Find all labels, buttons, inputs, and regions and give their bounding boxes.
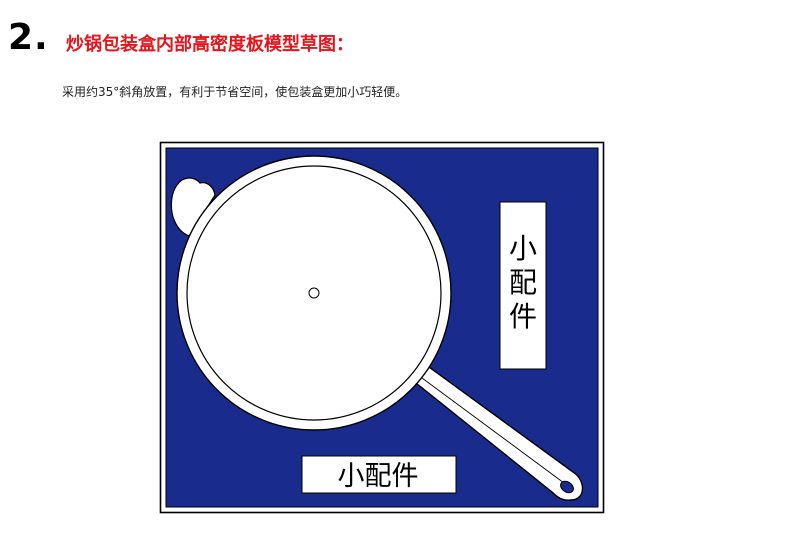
accessory-slot-bottom: 小配件 [301, 455, 457, 494]
section-title: 炒锅包装盒内部高密度板模型草图： [66, 34, 354, 55]
side-slot-label-char-1: 小 [509, 232, 537, 265]
side-slot-label-char-3: 件 [509, 300, 537, 333]
pan-knob-cutout [170, 177, 216, 237]
accessory-slot-side: 小 配 件 [499, 201, 547, 370]
pan-body-cutout [176, 155, 452, 431]
handle-hang-hole [560, 480, 574, 494]
section-number: 2. [8, 17, 49, 58]
side-slot-label-char-2: 配 [509, 266, 537, 299]
pan-center-mark [308, 287, 320, 299]
pan-handle-cutout [415, 366, 584, 501]
bottom-slot-label: 小配件 [338, 461, 419, 492]
description-text: 采用约35°斜角放置，有利于节省空间，使包装盒更加小巧轻便。 [62, 85, 408, 99]
